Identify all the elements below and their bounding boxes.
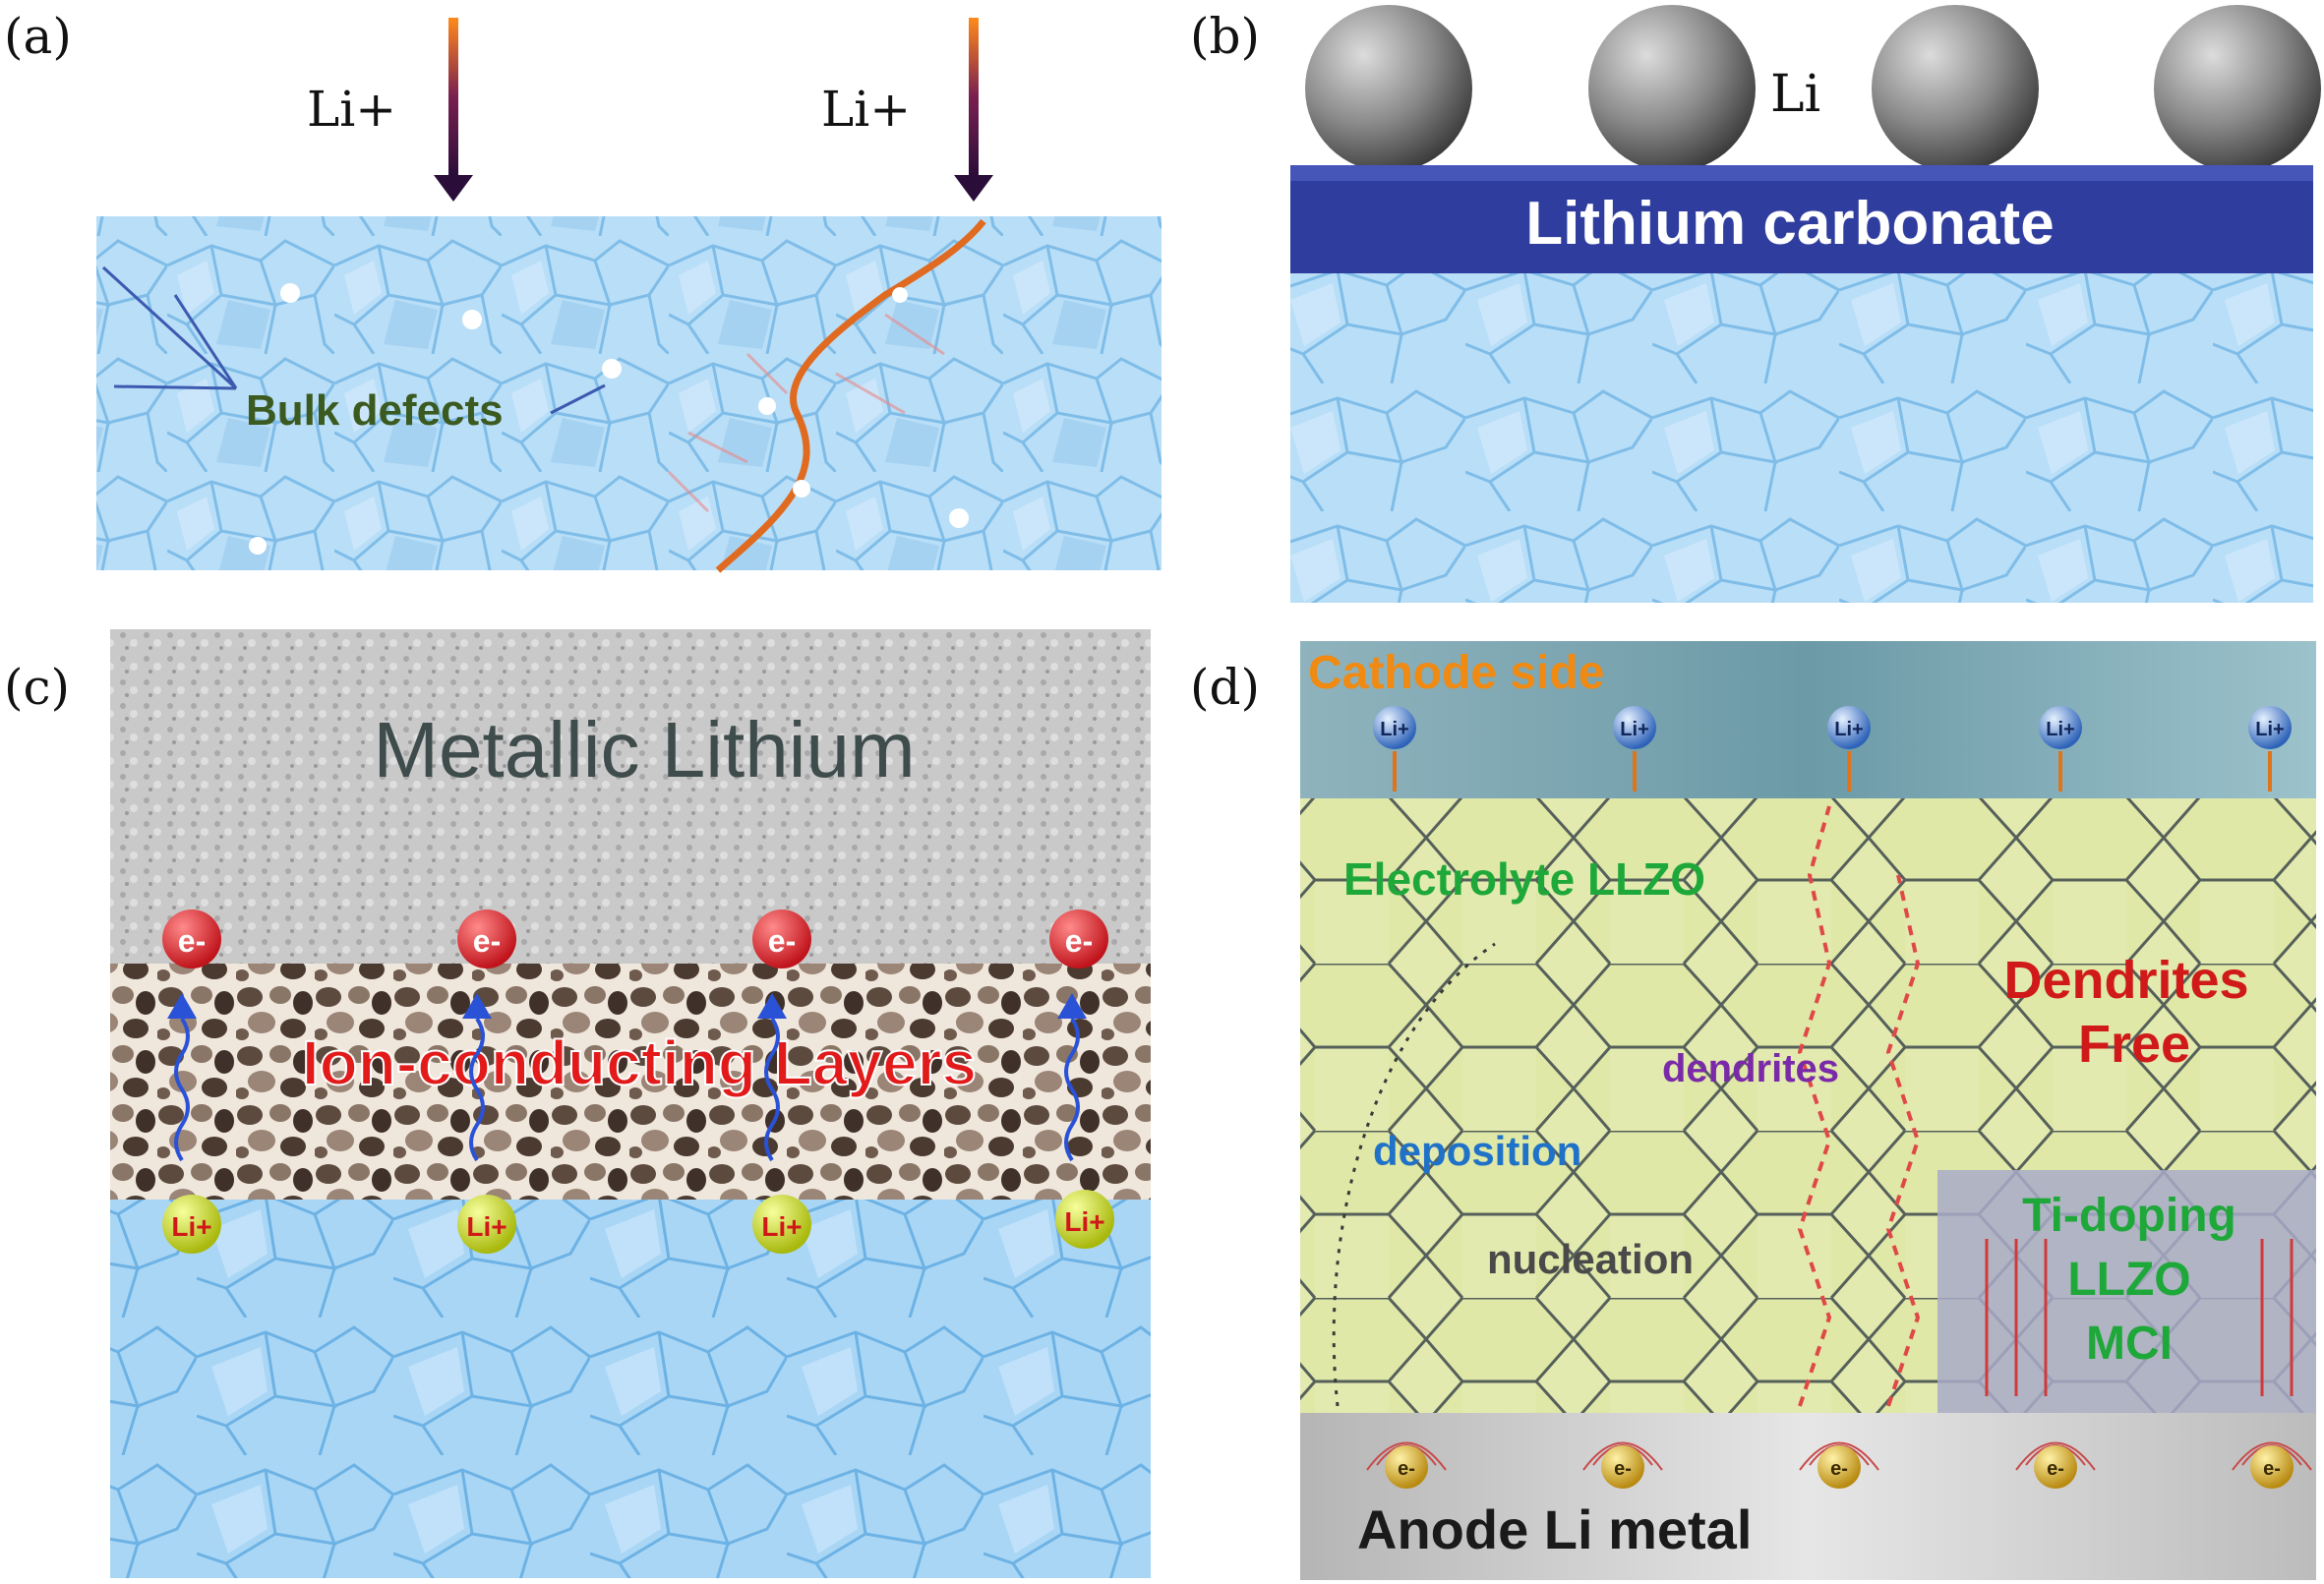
bulk-defects-label: Bulk defects [246, 386, 504, 435]
svg-text:e-: e- [178, 923, 206, 959]
svg-text:e-: e- [2263, 1458, 2281, 1480]
cathode-li-ions: Li+ Li+ Li+ Li+ Li+ [1373, 706, 2292, 792]
lithium-spheres [1305, 5, 2321, 172]
dendrite-growth-path [1797, 805, 1832, 1407]
svg-text:Li+: Li+ [761, 1211, 802, 1242]
panel-b: Li Lithium carbonate [1279, 0, 2324, 610]
svg-text:Li+: Li+ [1380, 719, 1408, 740]
panel-c-graphic: Metallic Lithium Ion-conducting Layers e… [110, 629, 1151, 1578]
dendrites-free-label-1: Dendrites [2003, 951, 2248, 1010]
bulk-grain-block [96, 216, 1162, 570]
anode-li-metal-layer [1300, 1413, 2316, 1580]
bulk-grain-block-b [1290, 273, 2313, 603]
metallic-lithium-label: Metallic Lithium [373, 706, 915, 793]
bulk-grain-block-c [110, 1200, 1151, 1578]
cathode-side-label: Cathode side [1308, 647, 1604, 699]
lithium-carbonate-label: Lithium carbonate [1525, 190, 2054, 258]
panel-d: Cathode side Li+ Li+ Li+ Li+ Li+ Elect [1279, 629, 2324, 1584]
li-ion-marker-3: Li+ [752, 1195, 811, 1254]
cathode-side-layer [1300, 641, 2316, 798]
li-ion-marker-1: Li+ [162, 1195, 221, 1254]
ion-layers-label: Ion-conducting Layers [302, 1027, 977, 1098]
svg-text:e-: e- [2047, 1458, 2064, 1480]
electrolyte-llzo-label: Electrolyte LLZO [1343, 853, 1705, 905]
svg-text:Li+: Li+ [1064, 1206, 1104, 1237]
panel-a: Li+ Li+ [0, 0, 1180, 590]
dendrites-label: dendrites [1662, 1047, 1839, 1090]
lithium-carbonate-layer [1290, 165, 2313, 273]
deposition-path [1332, 942, 1496, 1407]
dendrites-free-label-2: Free [2078, 1015, 2190, 1074]
svg-text:Li+: Li+ [1834, 719, 1863, 740]
electron-marker-2: e- [457, 909, 516, 968]
deposition-label: deposition [1373, 1128, 1581, 1174]
li-ion-left-label: Li+ [307, 81, 397, 138]
ti-doping-label: Ti-doping [2022, 1190, 2236, 1242]
panel-a-graphic: Bulk defects [96, 18, 1162, 573]
svg-text:e-: e- [1614, 1458, 1632, 1480]
mci-flux-arrows [1985, 1239, 2294, 1396]
dendrite-path [715, 218, 986, 573]
svg-text:e-: e- [1065, 923, 1093, 959]
svg-text:Li+: Li+ [171, 1211, 211, 1242]
defect-pointer-arrows [101, 265, 606, 415]
svg-text:e-: e- [768, 923, 796, 959]
nucleation-label: nucleation [1487, 1236, 1694, 1282]
li-flux-arrow-left [434, 18, 473, 202]
svg-text:e-: e- [1830, 1458, 1848, 1480]
svg-text:Li+: Li+ [1620, 719, 1648, 740]
electron-marker-1: e- [162, 909, 221, 968]
electron-marker-4: e- [1049, 909, 1108, 968]
ion-conducting-layer [110, 964, 1151, 1200]
bulk-defects [249, 283, 969, 555]
metallic-lithium-region [110, 629, 1151, 964]
ion-transport-waves [174, 1017, 1080, 1162]
panel-b-graphic: Lithium carbonate [1290, 5, 2321, 603]
li-flux-arrow-right [954, 18, 993, 202]
mci-interlayer [1937, 1170, 2316, 1413]
ion-transport-arrowheads [167, 993, 1087, 1019]
panel-c-letter: (c) [4, 659, 71, 716]
panel-d-graphic: Cathode side Li+ Li+ Li+ Li+ Li+ Elect [1300, 641, 2316, 1580]
anode-electrons: e- e- e- e- e- [1366, 1441, 2312, 1489]
li-ion-right-label: Li+ [821, 81, 912, 138]
li-ion-marker-4: Li+ [1055, 1190, 1114, 1249]
mci-label: MCI [2086, 1318, 2173, 1370]
panel-c: Metallic Lithium Ion-conducting Layers e… [0, 629, 1180, 1584]
svg-text:e-: e- [473, 923, 501, 959]
svg-text:Li+: Li+ [2255, 719, 2284, 740]
svg-text:e-: e- [1398, 1458, 1415, 1480]
panel-d-letter: (d) [1190, 659, 1261, 716]
svg-text:Li+: Li+ [2046, 719, 2074, 740]
li-label: Li [1770, 65, 1821, 124]
panel-b-letter: (b) [1190, 8, 1261, 65]
panel-a-letter: (a) [4, 8, 72, 65]
llzo-label: LLZO [2067, 1254, 2190, 1306]
anode-li-metal-label: Anode Li metal [1357, 1498, 1752, 1560]
li-ion-marker-2: Li+ [457, 1195, 516, 1254]
electron-marker-3: e- [752, 909, 811, 968]
svg-text:Li+: Li+ [466, 1211, 507, 1242]
